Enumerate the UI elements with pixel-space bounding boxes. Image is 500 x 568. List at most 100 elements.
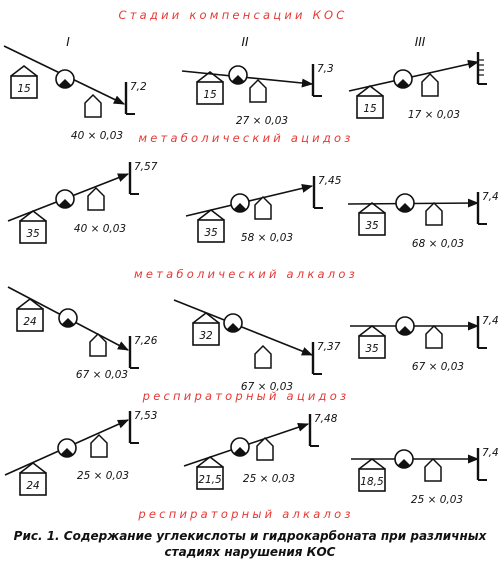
right-weight [254, 344, 272, 369]
left-weight-value: 32 [199, 330, 213, 342]
left-hanger [10, 65, 38, 77]
right-weight-value: 25 × 0,03 [243, 473, 295, 485]
caption-line-2: стадиях нарушения КОС [165, 545, 336, 559]
right-weight-value: 58 × 0,03 [241, 232, 293, 244]
right-weight-value: 27 × 0,03 [236, 115, 288, 127]
left-weight-box [358, 212, 386, 236]
left-hanger [196, 456, 224, 468]
right-weight [256, 436, 274, 461]
balance-3-1: 24 67 × 0,03 7,26 [7, 286, 158, 381]
beam [173, 299, 314, 356]
stage-label-2: II [241, 35, 249, 49]
right-weight-value: 67 × 0,03 [412, 361, 464, 373]
ph-value: 7,4 [482, 447, 499, 459]
ph-value: 7,4 [482, 315, 499, 327]
right-weight [90, 433, 108, 458]
left-weight-box [356, 95, 384, 119]
balance-3-2: 32 67 × 0,03 7,37 [173, 299, 341, 393]
right-weight [425, 324, 443, 349]
balance-3-3: 35 67 × 0,03 7,4 [350, 315, 499, 373]
fulcrum-sector [61, 318, 75, 327]
left-weight-value: 15 [363, 103, 377, 115]
right-weight-value: 25 × 0,03 [411, 494, 463, 506]
ph-value: 7,37 [317, 341, 341, 353]
section-title-3: респираторный ацидоз [142, 389, 350, 403]
fulcrum-sector [60, 448, 74, 457]
left-hanger [196, 71, 224, 83]
ph-value: 7,4 [482, 191, 499, 203]
right-weight-value: 67 × 0,03 [76, 369, 128, 381]
left-weight-box [19, 220, 47, 244]
left-hanger [19, 462, 47, 474]
balance-4-3: 18,5 25 × 0,03 7,4 [351, 447, 499, 506]
left-hanger [358, 458, 386, 470]
left-hanger [358, 325, 386, 337]
stage-label-1: I [66, 35, 70, 49]
fulcrum-sector [226, 323, 240, 332]
ph-value: 7,2 [130, 81, 147, 93]
right-weight [425, 201, 443, 226]
left-weight-value: 15 [203, 89, 217, 101]
fulcrum-sector [398, 326, 412, 335]
left-weight-value: 35 [204, 227, 218, 239]
balance-4-2: 21,5 25 × 0,03 7,48 [183, 413, 338, 490]
fulcrum-sector [233, 447, 247, 456]
right-weight [87, 186, 105, 211]
right-weight [89, 332, 107, 357]
left-weight-value: 18,5 [360, 476, 384, 488]
left-weight-value: 35 [26, 228, 40, 240]
right-weight [424, 457, 442, 482]
left-weight-value: 24 [26, 480, 39, 492]
ph-value: 7,45 [318, 175, 342, 187]
ph-value: 7,57 [134, 161, 158, 173]
ph-value: 7,53 [134, 410, 157, 422]
section-title-2: метаболический алкалоз [134, 267, 358, 281]
balance-1-2: 15 27 × 0,03 7,3 [181, 63, 334, 127]
fulcrum-sector [58, 199, 72, 208]
left-weight-box [10, 75, 38, 99]
left-weight-value: 35 [365, 220, 379, 232]
left-weight-value: 21,5 [198, 474, 222, 486]
fulcrum-sector [58, 79, 72, 88]
left-hanger [19, 210, 47, 222]
balance-2-1: 35 40 × 0,03 7,57 [7, 161, 158, 244]
header-title: Стадии компенсации КОС [119, 8, 348, 22]
ph-value: 7,26 [134, 335, 158, 347]
left-weight-box [358, 468, 386, 492]
caption-line-1: Рис. 1. Содержание углекислоты и гидрока… [14, 529, 488, 543]
left-hanger [197, 209, 225, 221]
left-weight-value: 35 [365, 343, 379, 355]
ph-value: 7,3 [317, 63, 334, 75]
ph-value: 7,48 [314, 413, 338, 425]
left-weight-box [16, 308, 44, 332]
right-weight-value: 67 × 0,03 [241, 381, 293, 393]
balance-2-2: 35 58 × 0,03 7,45 [185, 175, 342, 244]
right-weight-value: 25 × 0,03 [77, 470, 129, 482]
section-title-4: респираторный алкалоз [137, 507, 353, 521]
left-weight-box [196, 81, 224, 105]
fulcrum-sector [396, 79, 410, 88]
balance-4-1: 24 25 × 0,03 7,53 [4, 410, 157, 496]
left-weight-box [197, 219, 225, 243]
section-title-1: метаболический ацидоз [138, 131, 353, 145]
right-weight-value: 40 × 0,03 [71, 130, 123, 142]
right-weight [254, 195, 272, 220]
left-hanger [358, 202, 386, 214]
left-hanger [16, 298, 44, 310]
right-weight-value: 40 × 0,03 [74, 223, 126, 235]
left-weight-box [196, 466, 224, 490]
right-weight [249, 78, 267, 103]
left-hanger [356, 85, 384, 97]
fulcrum-sector [233, 203, 247, 212]
right-weight-value: 17 × 0,03 [408, 109, 460, 121]
stage-label-3: III [415, 35, 426, 49]
left-weight-box [192, 322, 220, 346]
left-weight-value: 24 [23, 316, 36, 328]
left-weight-box [19, 472, 47, 496]
fulcrum-sector [231, 75, 245, 84]
